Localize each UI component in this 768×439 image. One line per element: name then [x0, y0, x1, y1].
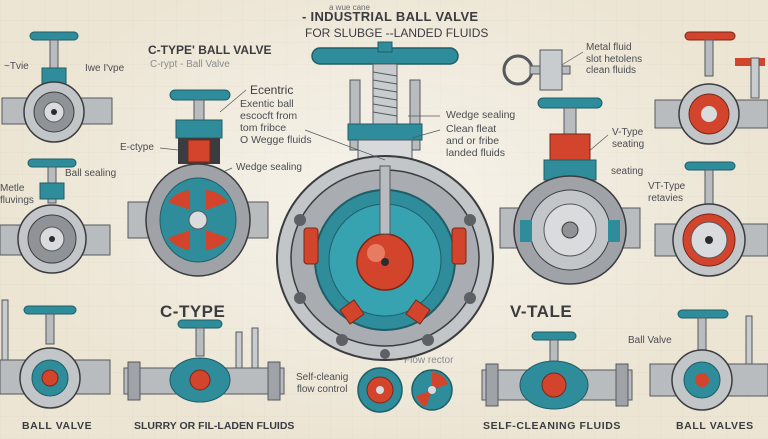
diagram-subtitle: FOR SLUBGE --LANDED FLUIDS — [305, 26, 489, 40]
label-seating: seating — [611, 166, 644, 177]
label-ball-valve-right: Ball Valve — [628, 335, 672, 346]
valve-bottom-right — [649, 309, 768, 411]
label-eccentric-desc: Exentic ball escocft from tom fribce O W… — [240, 98, 312, 147]
label-metal-fluid: Metal fluid slot hetolens clean fluids — [586, 42, 643, 76]
label-vt-type: VT-Type retavies — [648, 181, 686, 204]
header-tiny: a wue cane — [329, 3, 370, 12]
label-flow-rector: Flow rector — [404, 355, 454, 366]
left-heading: C-TYPE' BALL VALVE — [148, 43, 272, 57]
left-heading-faint: C-rypt - Ball Valve — [150, 59, 230, 70]
label-wedge-sealing-right: Wedge sealing — [446, 109, 516, 121]
label-metal-fluids: Metle fluvings — [0, 183, 34, 206]
label-ball-valves: BALL VALVES — [676, 420, 754, 432]
valve-mid-right — [654, 161, 768, 277]
label-vtype: ~Tvie — [4, 61, 29, 72]
central-ball-valve — [276, 41, 494, 361]
label-slurry: SLURRY OR FIL-LADEN FLUIDS — [134, 420, 295, 432]
label-clean-float: Clean fleat and or fribe landed fluids — [446, 123, 505, 160]
label-self-cleaning: Self-cleanig flow control — [296, 372, 349, 395]
valve-v-type-main — [499, 97, 641, 285]
valve-top-right — [654, 31, 768, 145]
label-ball-sealing: Ball sealing — [65, 168, 117, 179]
valve-bottom-left — [0, 299, 111, 409]
valve-slurry — [123, 319, 285, 403]
label-c-type: C-TYPE — [160, 302, 226, 321]
valve-top-right-handle — [502, 49, 571, 91]
label-v-tale: V-TALE — [510, 302, 573, 321]
valve-c-type-main — [127, 89, 269, 277]
diagram-title: - INDUSTRIAL BALL VALVE — [302, 9, 479, 24]
label-ectype: E-ctype — [120, 142, 154, 153]
label-ball-valve: BALL VALVE — [22, 420, 93, 432]
label-wedge-sealing: Wedge sealing — [236, 162, 302, 173]
valve-top-left — [1, 31, 113, 143]
flow-control-discs — [357, 367, 453, 413]
label-self-cleaning-fluids: SELF-CLEANING FLUIDS — [483, 420, 621, 432]
valve-mid-left — [0, 158, 111, 274]
valve-self-cleaning — [481, 331, 633, 410]
label-tvpe: Iwe I'vpe — [85, 63, 125, 74]
label-vtype-seating: V-Type seating — [612, 127, 645, 150]
label-eccentric: Ecentric — [250, 83, 294, 97]
